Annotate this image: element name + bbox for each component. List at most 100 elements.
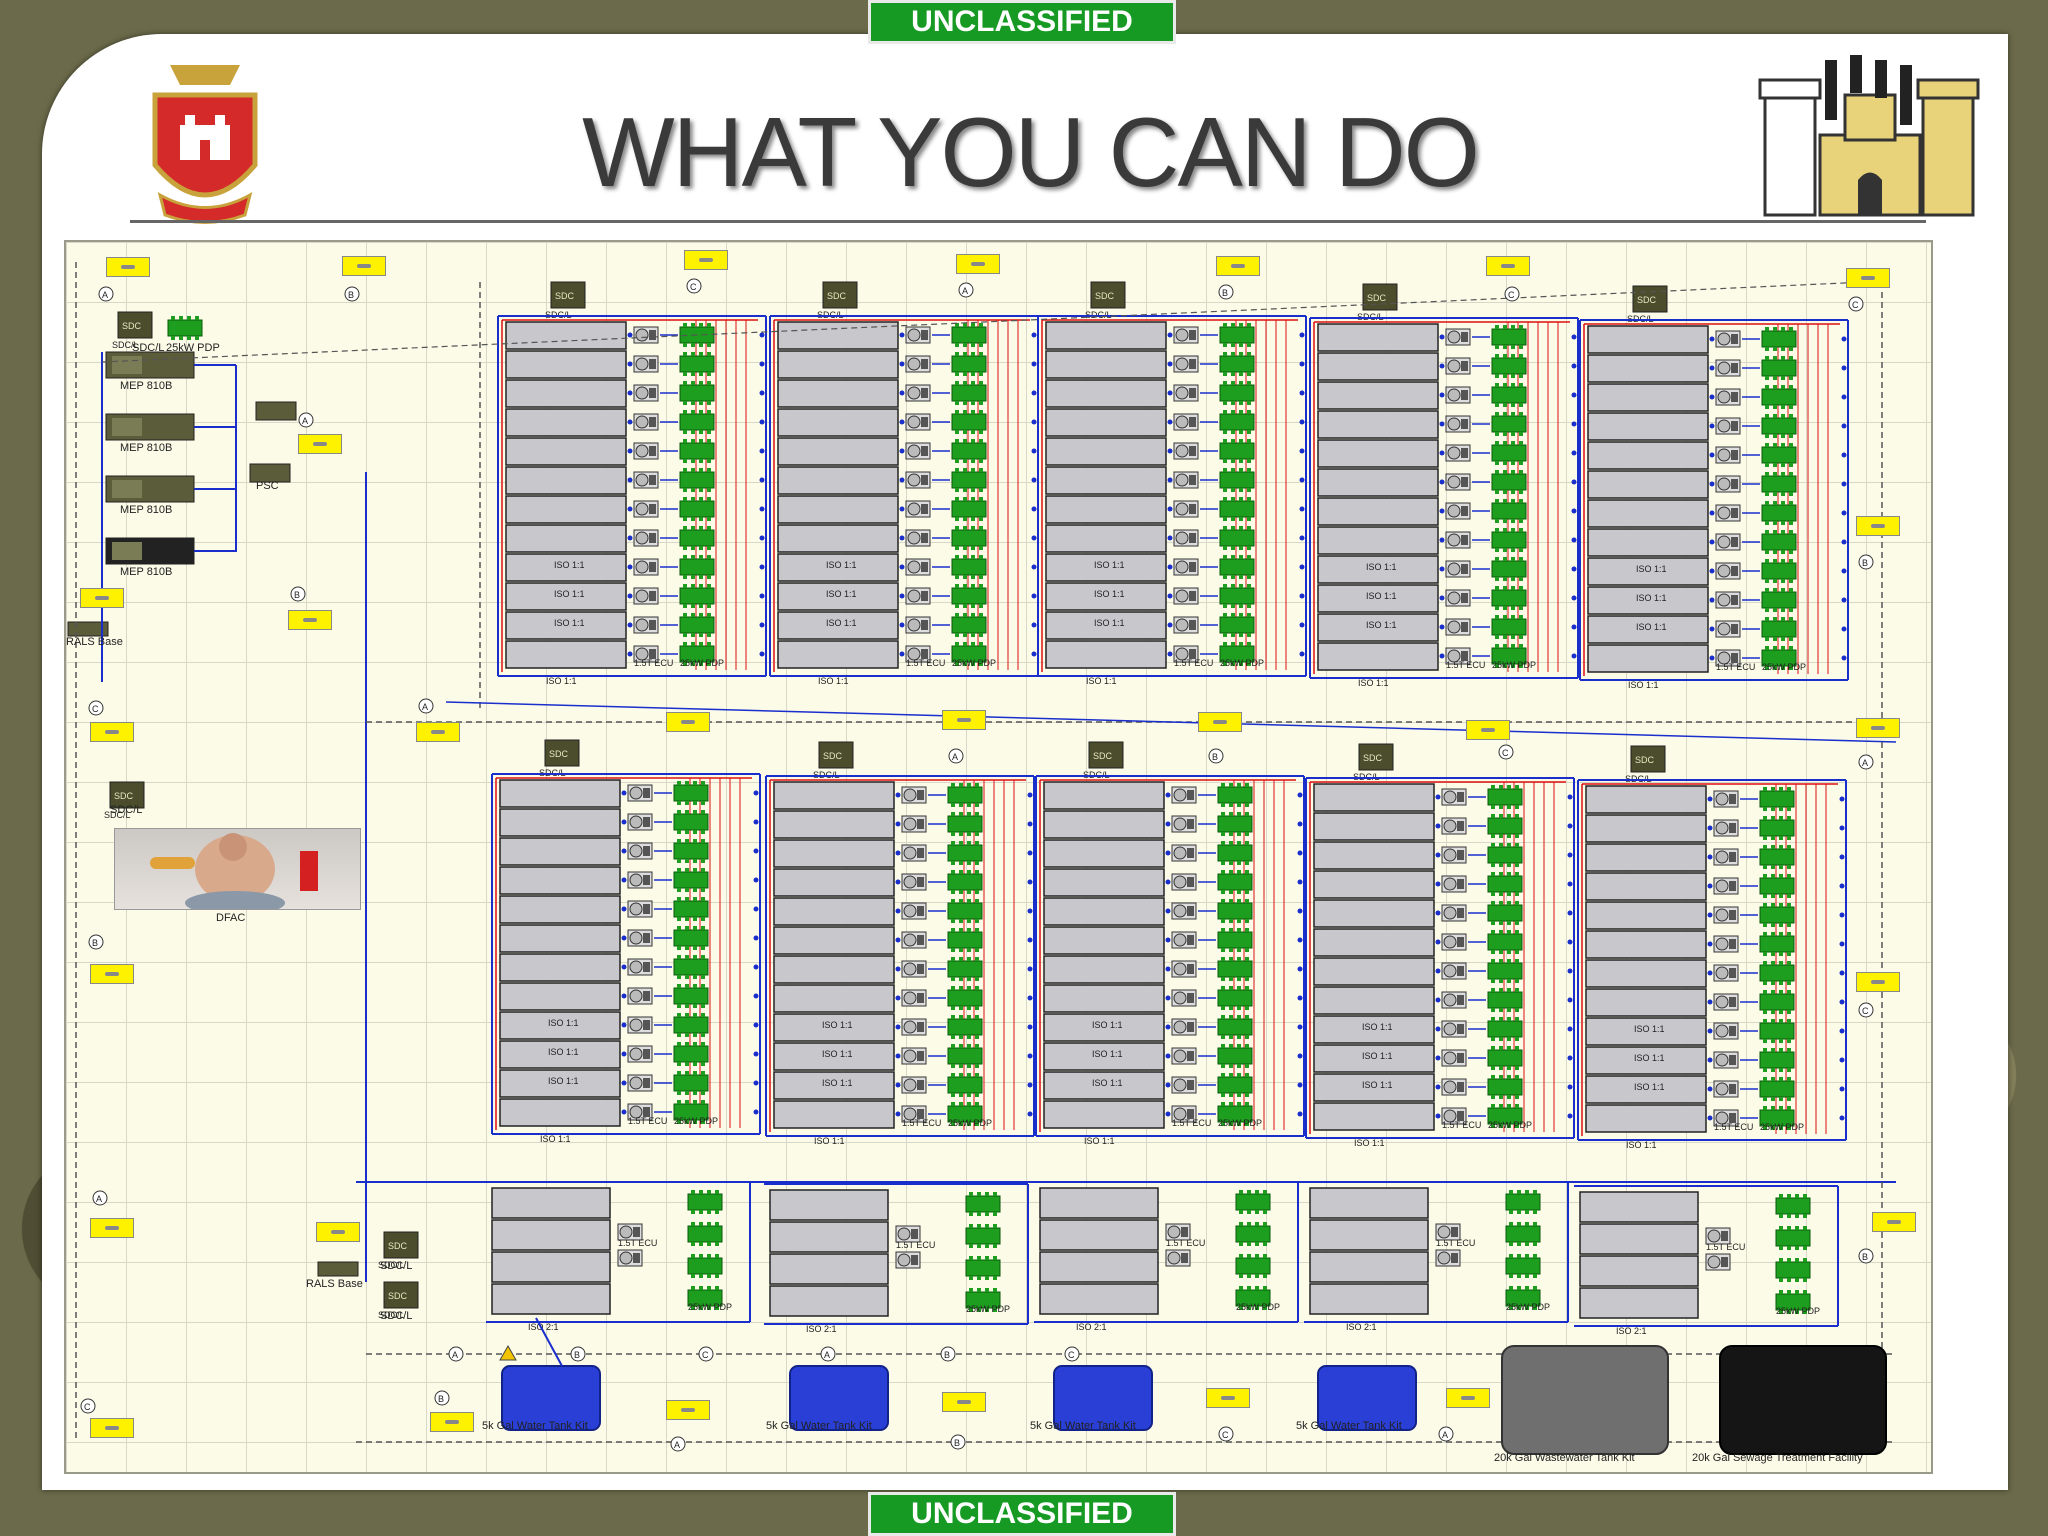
pdp-pin (1237, 919, 1241, 923)
pdp-pin (971, 633, 975, 637)
pdp-pin (677, 897, 681, 901)
connector-label: A (962, 286, 968, 296)
note-tag[interactable] (1198, 712, 1242, 732)
note-tag[interactable] (1856, 972, 1900, 992)
pdp-pin (1237, 783, 1241, 787)
note-tag[interactable] (90, 1418, 134, 1438)
note-tag[interactable] (684, 250, 728, 270)
pdp-pin (1771, 787, 1775, 791)
pdp-pin (1765, 327, 1769, 331)
note-tag[interactable] (106, 257, 150, 277)
pdp-pin (1803, 1290, 1807, 1294)
note-tag[interactable] (1206, 1388, 1250, 1408)
note-tag[interactable] (90, 1218, 134, 1238)
wire-node (1031, 593, 1037, 599)
pdp-pin (1779, 1214, 1783, 1218)
pdp-pin (1247, 1306, 1251, 1310)
pdp-pin (701, 868, 705, 872)
pdp-pin (1495, 325, 1499, 329)
pdp-pin (1229, 783, 1233, 787)
pdp-pin (1519, 403, 1523, 407)
note-tag[interactable] (90, 964, 134, 984)
pdp-pin (977, 1288, 981, 1292)
iso-label: ISO 1:1 (1092, 1020, 1123, 1030)
ecu-fan-icon (1443, 1022, 1457, 1036)
pdp-icon (673, 813, 709, 831)
wire-node (895, 1082, 901, 1088)
note-tag[interactable] (430, 1412, 474, 1432)
note-tag[interactable] (956, 254, 1000, 274)
pdp-pin (1245, 870, 1249, 874)
note-tag[interactable] (666, 712, 710, 732)
pdp-pin (963, 584, 967, 588)
ecu-fan-icon (907, 502, 921, 516)
note-tag[interactable] (1466, 720, 1510, 740)
pdp-label: 25kW PDP (1488, 1120, 1532, 1130)
ecu-grill (1731, 363, 1738, 373)
pdp-pin (963, 439, 967, 443)
note-tag[interactable] (1856, 718, 1900, 738)
pdp-pin (1503, 374, 1507, 378)
note-tag[interactable] (1846, 268, 1890, 288)
pdp-pin (1765, 463, 1769, 467)
pdp-pin (1789, 637, 1793, 641)
ecu-grill (921, 620, 928, 630)
ecu-fan-icon (903, 991, 917, 1005)
pdp-pin (1229, 948, 1233, 952)
pdp-pin (1763, 894, 1767, 898)
pdp-icon (1219, 558, 1255, 576)
pdp-pin (693, 868, 697, 872)
connector-label: A (674, 1440, 680, 1450)
ecu-fan-icon (1173, 962, 1187, 976)
note-tag[interactable] (1486, 256, 1530, 276)
ecu-fan-icon (1175, 386, 1189, 400)
pdp-pin (1763, 1019, 1767, 1023)
note-tag[interactable] (90, 722, 134, 742)
note-tag[interactable] (80, 588, 124, 608)
ecu-grill (921, 446, 928, 456)
pdp-pin (1221, 1006, 1225, 1010)
pdp-pin (685, 1042, 689, 1046)
note-tag[interactable] (942, 710, 986, 730)
tent-module (491, 1187, 611, 1219)
note-tag[interactable] (288, 610, 332, 630)
ecu-grill (1461, 535, 1468, 545)
note-tag[interactable] (1216, 256, 1260, 276)
pdp-pin (1787, 787, 1791, 791)
pdp-icon (1761, 562, 1797, 580)
ecu-grill (1457, 821, 1464, 831)
ecu-grill (1731, 624, 1738, 634)
ecu-fan-icon (907, 386, 921, 400)
note-tag[interactable] (316, 1222, 360, 1242)
note-tag[interactable] (666, 1400, 710, 1420)
pdp-pin (1509, 1242, 1513, 1246)
note-tag[interactable] (1856, 516, 1900, 536)
pdp-icon (1217, 902, 1253, 920)
pdp-pin (971, 517, 975, 521)
pdp-pin (1789, 608, 1793, 612)
note-tag[interactable] (298, 434, 342, 454)
pdp-pin (1763, 932, 1767, 936)
pdp-icon (1219, 616, 1255, 634)
wire-node (1165, 937, 1171, 943)
pdp-pin (1495, 519, 1499, 523)
note-tag[interactable] (942, 1392, 986, 1412)
ecu-grill (1729, 794, 1736, 804)
note-tag[interactable] (1872, 1212, 1916, 1232)
pdp-pin (1787, 990, 1791, 994)
ecu-fan-icon (1717, 622, 1731, 636)
pdp-pin (701, 946, 705, 950)
psc-label: PSC (256, 480, 279, 492)
ecu-grill (917, 790, 924, 800)
pdp-pin (1503, 635, 1507, 639)
note-tag[interactable] (342, 256, 386, 276)
note-tag[interactable] (1446, 1388, 1490, 1408)
wire-node (753, 906, 759, 912)
pdp-pin (1495, 470, 1499, 474)
pdp-pin (1499, 901, 1503, 905)
ecu-grill (1461, 390, 1468, 400)
note-tag[interactable] (416, 722, 460, 742)
pdp-pin (1763, 1010, 1767, 1014)
ecu-grill (1457, 908, 1464, 918)
